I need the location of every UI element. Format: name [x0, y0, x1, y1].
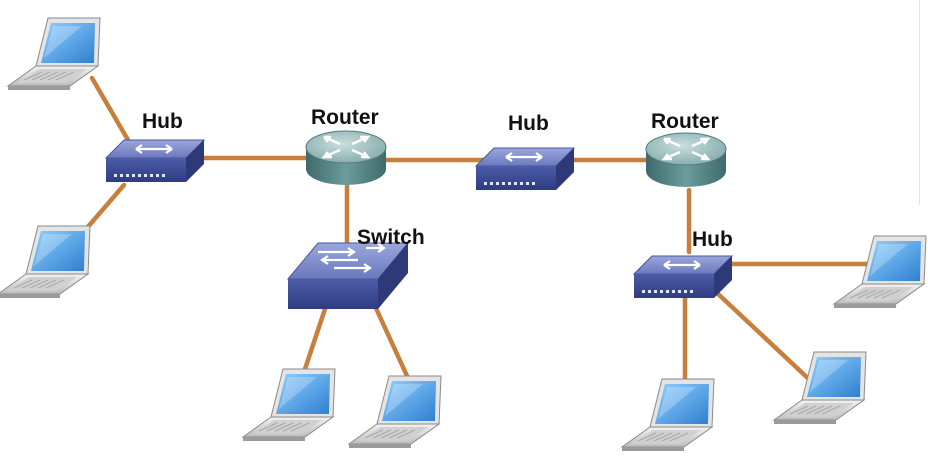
cable-hub-right-to-laptop-bottom-right — [713, 289, 815, 385]
hub-middle-label: Hub — [508, 112, 549, 135]
laptop-icon — [7, 17, 101, 91]
laptop-icon — [348, 375, 442, 449]
router-left-icon — [304, 129, 388, 187]
cable-switch-to-laptop-right — [372, 303, 411, 381]
laptop-icon — [0, 225, 91, 299]
router-right-label: Router — [651, 110, 719, 133]
cables — [77, 75, 871, 385]
switch-label: Switch — [357, 226, 425, 249]
laptop-icon — [773, 351, 867, 425]
page-edge-divider — [919, 0, 920, 205]
laptop-icon — [833, 235, 927, 309]
router-right-icon — [644, 131, 728, 189]
hub-left-label: Hub — [142, 110, 183, 133]
laptop-icon — [621, 378, 715, 452]
hub-left-icon — [104, 138, 206, 184]
cable-laptop-top-left-to-hub — [89, 75, 131, 143]
router-left-label: Router — [311, 106, 379, 129]
hub-right-label: Hub — [692, 228, 733, 251]
cable-switch-to-laptop-left — [301, 303, 329, 375]
hub-middle-icon — [474, 146, 576, 192]
hub-right-icon — [632, 254, 734, 300]
switch-icon — [286, 241, 410, 311]
laptop-icon — [242, 368, 336, 442]
